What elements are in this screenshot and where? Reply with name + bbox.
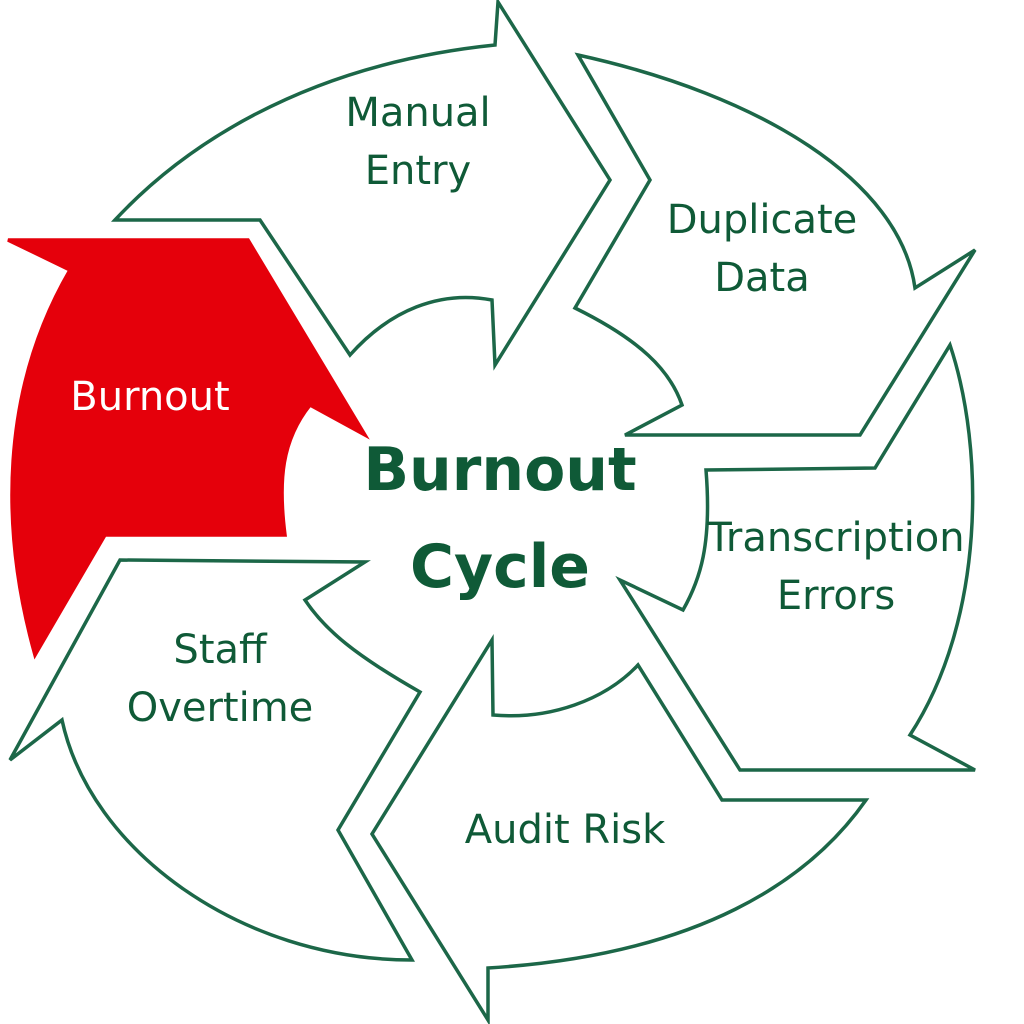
center-title-line-1: Burnout bbox=[363, 435, 636, 505]
label-transcription-errors-line-1: Transcription bbox=[706, 515, 964, 561]
label-staff-overtime-line-2: Overtime bbox=[127, 685, 314, 731]
cycle-labels: ManualEntryDuplicateDataTranscriptionErr… bbox=[70, 90, 964, 853]
cycle-arrow-duplicate-data bbox=[572, 52, 977, 437]
center-title-line-2: Cycle bbox=[410, 532, 590, 602]
cycle-segments bbox=[7, 0, 977, 1024]
label-burnout-line-1: Burnout bbox=[70, 374, 229, 420]
label-duplicate-data-line-2: Data bbox=[714, 255, 810, 301]
label-staff-overtime-line-1: Staff bbox=[173, 627, 268, 673]
label-transcription-errors-line-2: Errors bbox=[777, 573, 895, 619]
label-manual-entry-line-1: Manual bbox=[345, 90, 490, 136]
cycle-arrow-manual-entry bbox=[110, 0, 613, 371]
cycle-arrow-audit-risk bbox=[369, 633, 870, 1024]
label-audit-risk-line-1: Audit Risk bbox=[465, 807, 666, 853]
label-manual-entry-line-2: Entry bbox=[365, 148, 471, 194]
cycle-arrow-burnout bbox=[7, 238, 370, 660]
cycle-arrow-staff-overtime bbox=[8, 558, 423, 962]
label-duplicate-data-line-1: Duplicate bbox=[667, 197, 858, 243]
cycle-arrow-transcription-errors bbox=[615, 340, 976, 772]
